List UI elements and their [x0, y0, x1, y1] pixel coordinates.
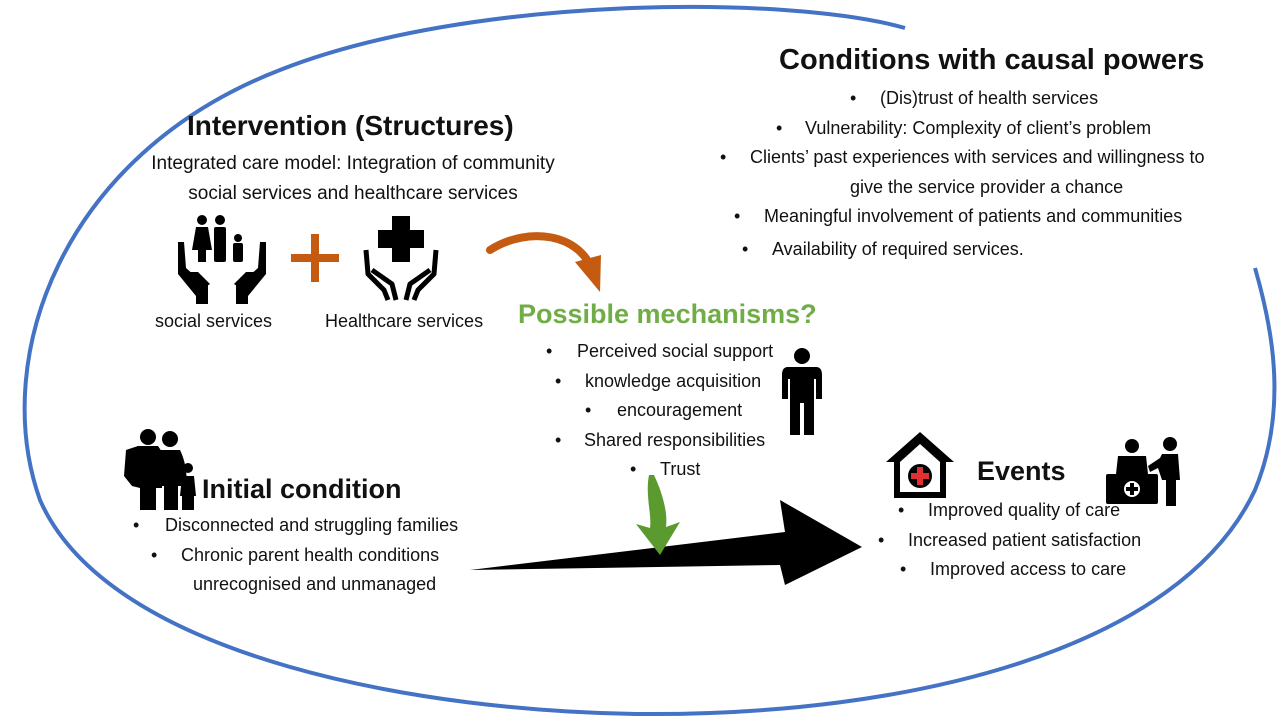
initial-condition-item-cont: unrecognised and unmanaged [193, 574, 437, 594]
mechanisms-item: •Shared responsibilities [555, 429, 766, 450]
mechanisms-item: •encouragement [585, 400, 743, 420]
doctor-patient-icon [1106, 437, 1180, 506]
events-item: •Improved quality of care [898, 500, 1121, 520]
plus-icon [291, 234, 339, 282]
events-item: •Increased patient satisfaction [878, 529, 1142, 550]
mechanisms-title: Possible mechanisms? [518, 299, 817, 329]
main-arrow [470, 500, 862, 585]
events-title: Events [977, 456, 1066, 486]
conditions-item: •Vulnerability: Complexity of client’s p… [776, 117, 1152, 138]
conditions-item: •Clients’ past experiences with services… [720, 147, 1205, 167]
curved-arrow [486, 232, 596, 274]
green-down-arrow [636, 475, 680, 555]
conditions-title: Conditions with causal powers [779, 44, 1205, 76]
initial-condition-list: •Disconnected and struggling families •C… [125, 511, 505, 600]
intervention-title: Intervention (Structures) [187, 110, 514, 141]
mechanisms-list: •Perceived social support •knowledge acq… [540, 337, 800, 485]
events-item: •Improved access to care [900, 559, 1127, 579]
conditions-item: •Availability of required services. [742, 238, 1024, 259]
conditions-item: •(Dis)trust of health services [850, 88, 1099, 108]
events-list: •Improved quality of care •Increased pat… [870, 496, 1170, 585]
initial-condition-item: •Chronic parent health conditions [151, 544, 440, 565]
person-icon [782, 348, 822, 435]
intervention-description: Integrated care model: Integration of co… [128, 149, 578, 209]
initial-condition-item: •Disconnected and struggling families [133, 515, 459, 535]
healthcare-services-label: Healthcare services [325, 311, 484, 331]
conditions-item-cont: give the service provider a chance [850, 176, 1124, 197]
intervention-line-2: social services and healthcare services [188, 183, 518, 204]
curved-arrow-head [575, 255, 601, 292]
conditions-item: •Meaningful involvement of patients and … [734, 206, 1183, 226]
conditions-list: •(Dis)trust of health services •Vulnerab… [700, 84, 1260, 264]
context-ellipse [22, 4, 1277, 717]
mechanisms-item: •knowledge acquisition [555, 370, 762, 391]
medical-hands-icon [363, 216, 439, 301]
family-hands-icon [178, 215, 266, 304]
mechanisms-item: •Trust [630, 459, 701, 479]
hospital-icon [886, 432, 954, 498]
mechanisms-item: •Perceived social support [546, 341, 774, 361]
intervention-line-1: Integrated care model: Integration of co… [151, 153, 555, 174]
social-services-label: social services [155, 311, 273, 331]
initial-condition-title: Initial condition [202, 474, 402, 504]
family-icon [124, 429, 196, 510]
